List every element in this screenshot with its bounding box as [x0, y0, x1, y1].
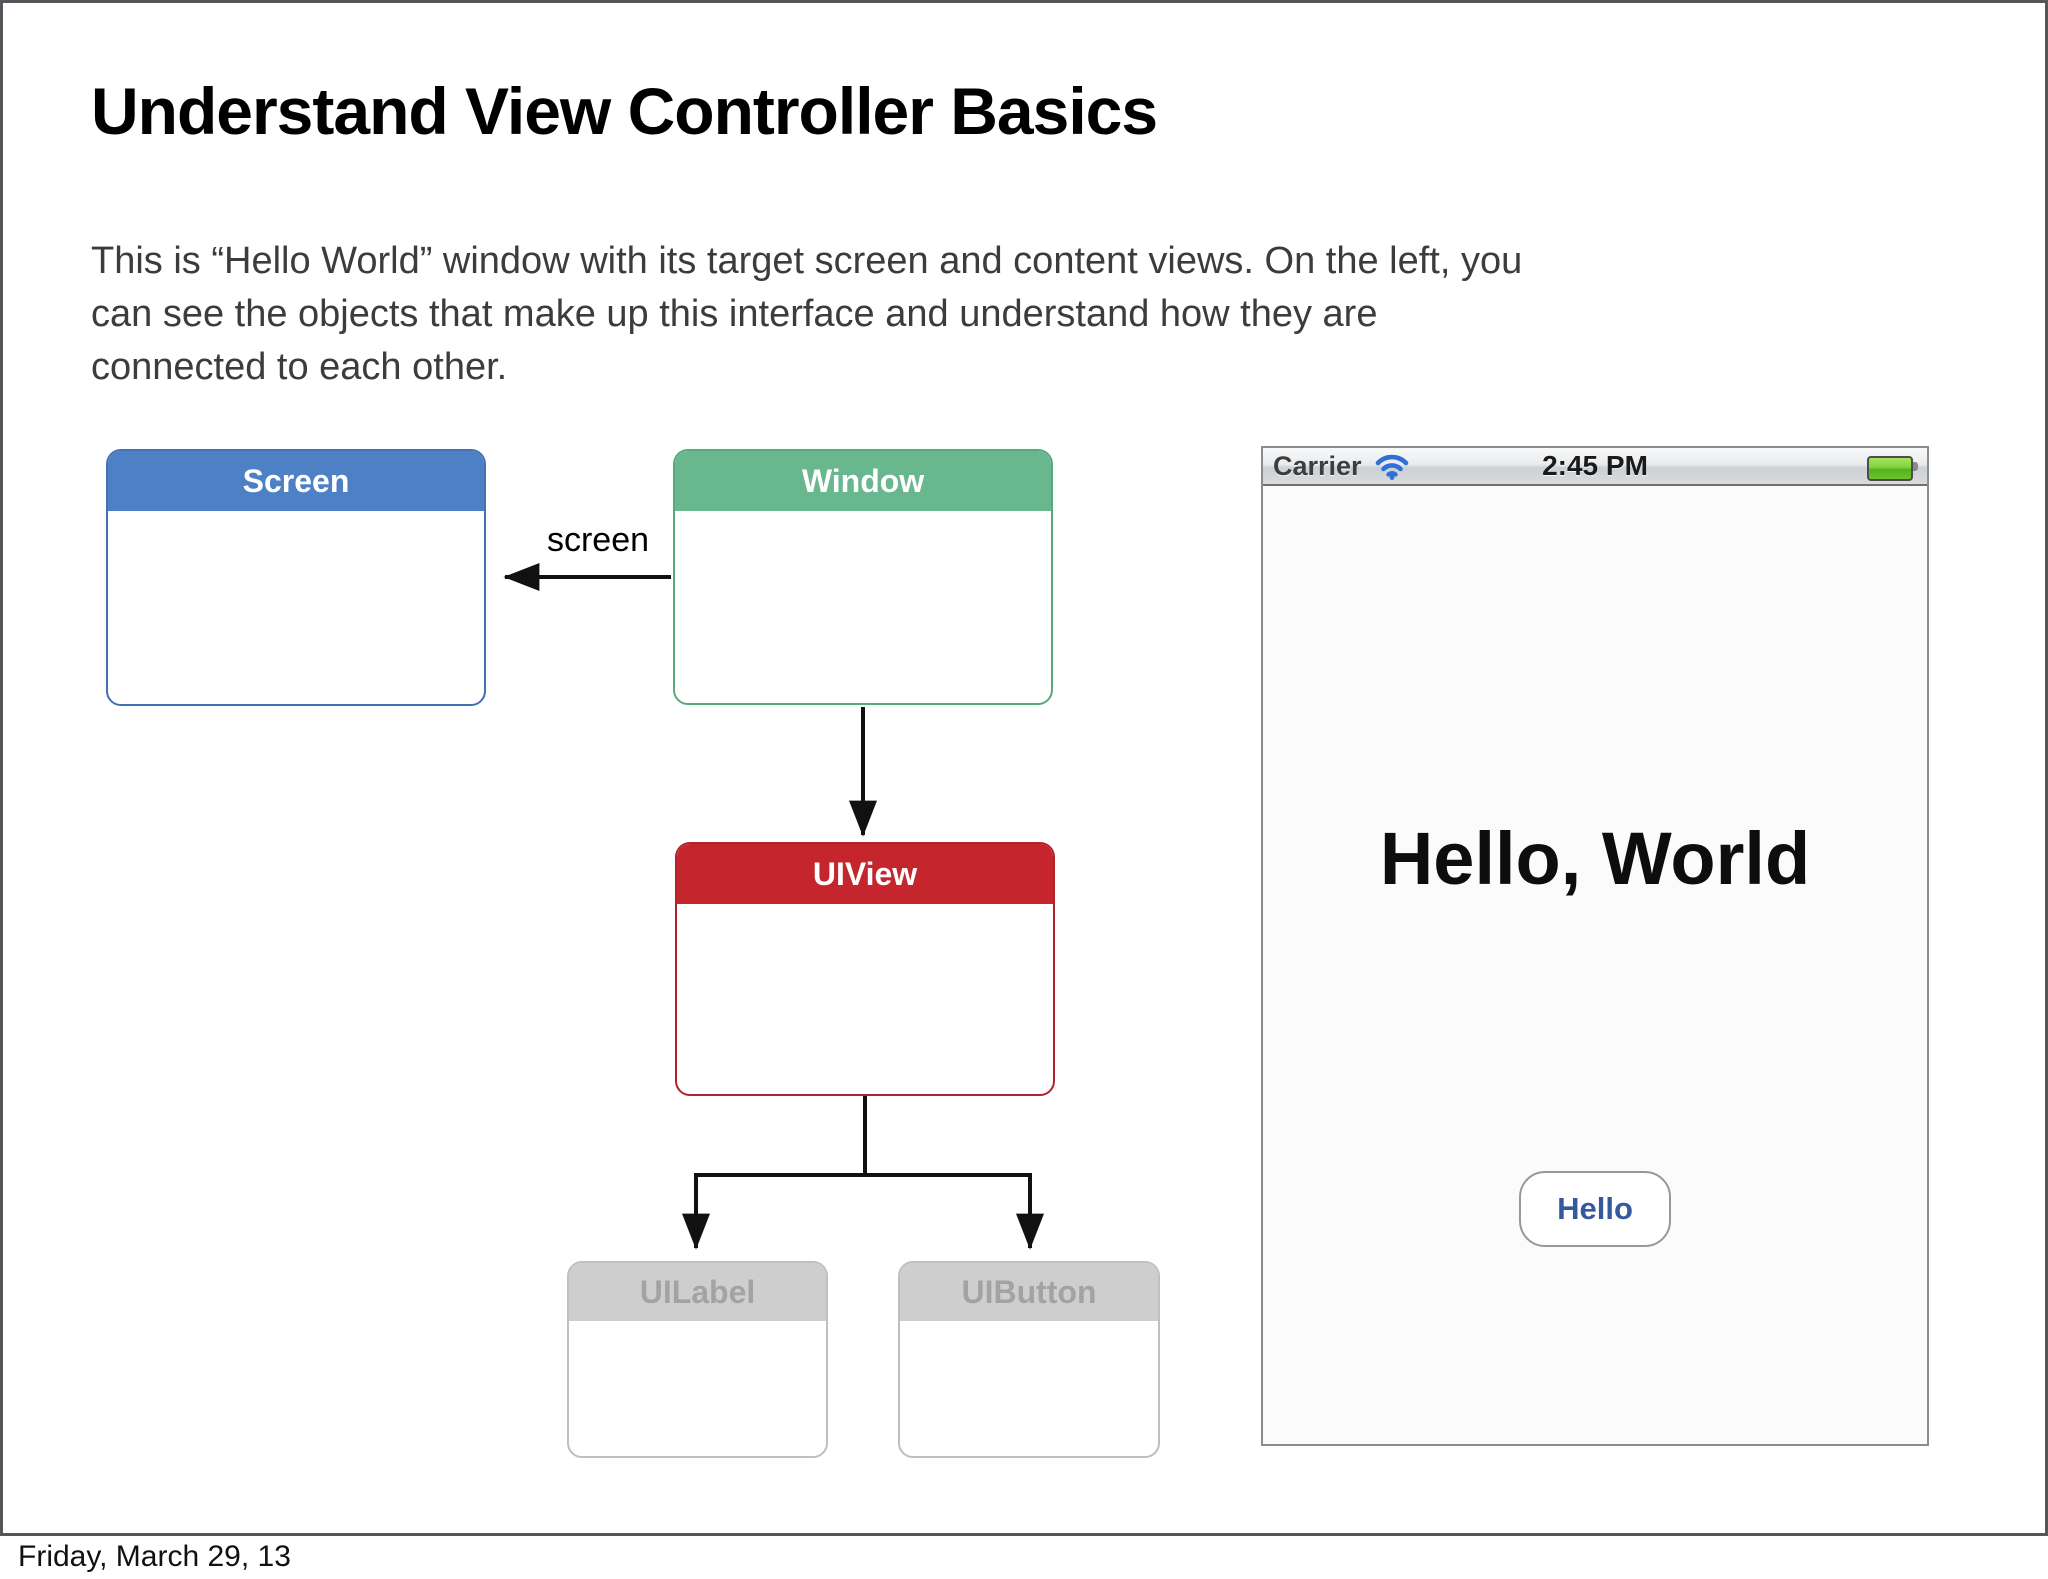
diagram-box-uilabel: UILabel [567, 1261, 828, 1458]
diagram-box-screen-title: Screen [108, 451, 484, 511]
hello-button[interactable]: Hello [1519, 1171, 1671, 1247]
footer-date: Friday, March 29, 13 [18, 1540, 291, 1573]
battery-icon [1867, 456, 1918, 481]
carrier-label: Carrier [1273, 450, 1362, 481]
intro-paragraph: This is “Hello World” window with its ta… [91, 235, 1522, 394]
page-title: Understand View Controller Basics [91, 74, 1158, 148]
status-bar-time: 2:45 PM [1542, 450, 1648, 481]
intro-line-3: connected to each other. [91, 346, 508, 388]
diagram-box-uibutton: UIButton [898, 1261, 1160, 1458]
hello-world-label: Hello, World [1379, 817, 1811, 900]
slide-canvas: Understand View Controller Basics This i… [0, 0, 2048, 1536]
diagram-box-window: Window [673, 449, 1053, 705]
diagram-box-uiview: UIView [675, 842, 1055, 1096]
tree-trunk-line [694, 1096, 1032, 1177]
diagram-box-window-title: Window [675, 451, 1051, 511]
edge-label-screen: screen [546, 521, 650, 559]
diagram-box-uiview-title: UIView [677, 844, 1053, 904]
diagram-box-uibutton-title: UIButton [900, 1263, 1158, 1321]
diagram-box-uilabel-title: UILabel [569, 1263, 826, 1321]
intro-line-1: This is “Hello World” window with its ta… [91, 240, 1523, 282]
iphone-screenshot: Carrier 2:45 PM Hello, World Hello [1261, 446, 1929, 1446]
diagram-box-screen: Screen [106, 449, 486, 706]
wifi-icon [1375, 454, 1408, 480]
intro-line-2: can see the objects that make up this in… [91, 293, 1378, 335]
status-bar: Carrier 2:45 PM [1263, 448, 1927, 486]
